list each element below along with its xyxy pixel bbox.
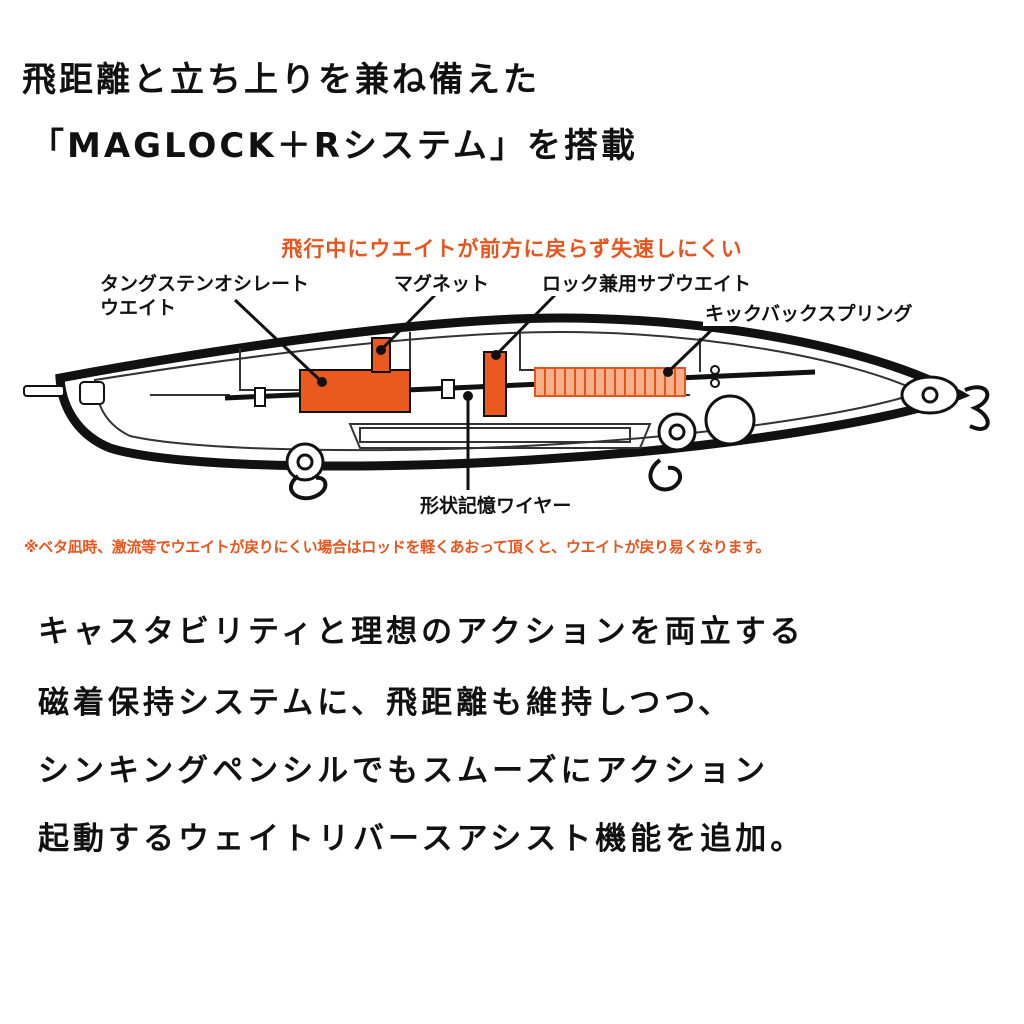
lure-inner-frame bbox=[93, 330, 923, 452]
body-line-3: シンキングペンシルでもスムーズにアクション bbox=[38, 753, 769, 789]
label-shape-memory-wire: 形状記憶ワイヤー bbox=[418, 494, 574, 518]
label-tungsten-weight-line-2: ウエイト bbox=[98, 296, 179, 320]
leader-lines bbox=[233, 293, 722, 490]
tail-eye bbox=[900, 375, 990, 431]
belly-slot bbox=[359, 427, 631, 443]
kickback-spring bbox=[534, 367, 686, 397]
rear-chamber bbox=[704, 394, 756, 446]
label-tungsten-weight-line-1: タングステンオシレート bbox=[98, 272, 312, 296]
lock-sub-weight bbox=[483, 351, 507, 417]
line-eye bbox=[23, 381, 105, 405]
label-lock-sub-weight: ロック兼用サブウエイト bbox=[540, 272, 754, 296]
diagram-caption: 飛行中にウエイトが前方に戻らず失速しにくい bbox=[281, 237, 743, 261]
label-magnet: マグネット bbox=[392, 272, 492, 296]
body-line-4: 起動するウェイトリバースアシスト機能を追加。 bbox=[38, 821, 806, 857]
headline-line-2: 「MAGLOCK＋Rシステム」を搭載 bbox=[30, 126, 638, 166]
belly-eye-rear bbox=[648, 412, 697, 492]
headline-line-1: 飛距離と立ち上りを兼ね備えた bbox=[22, 60, 540, 100]
body-line-2: 磁着保持システムに、飛距離も維持しつつ、 bbox=[38, 685, 734, 721]
belly-eye-front bbox=[285, 442, 328, 501]
diagram-footnote: ※ベタ凪時、激流等でウエイトが戻りにくい場合はロッドを軽くあおって頂くと、ウエイ… bbox=[24, 538, 771, 556]
body-line-1: キャスタビリティと理想のアクションを両立する bbox=[38, 614, 805, 650]
label-kickback-spring: キックバックスプリング bbox=[703, 302, 915, 326]
